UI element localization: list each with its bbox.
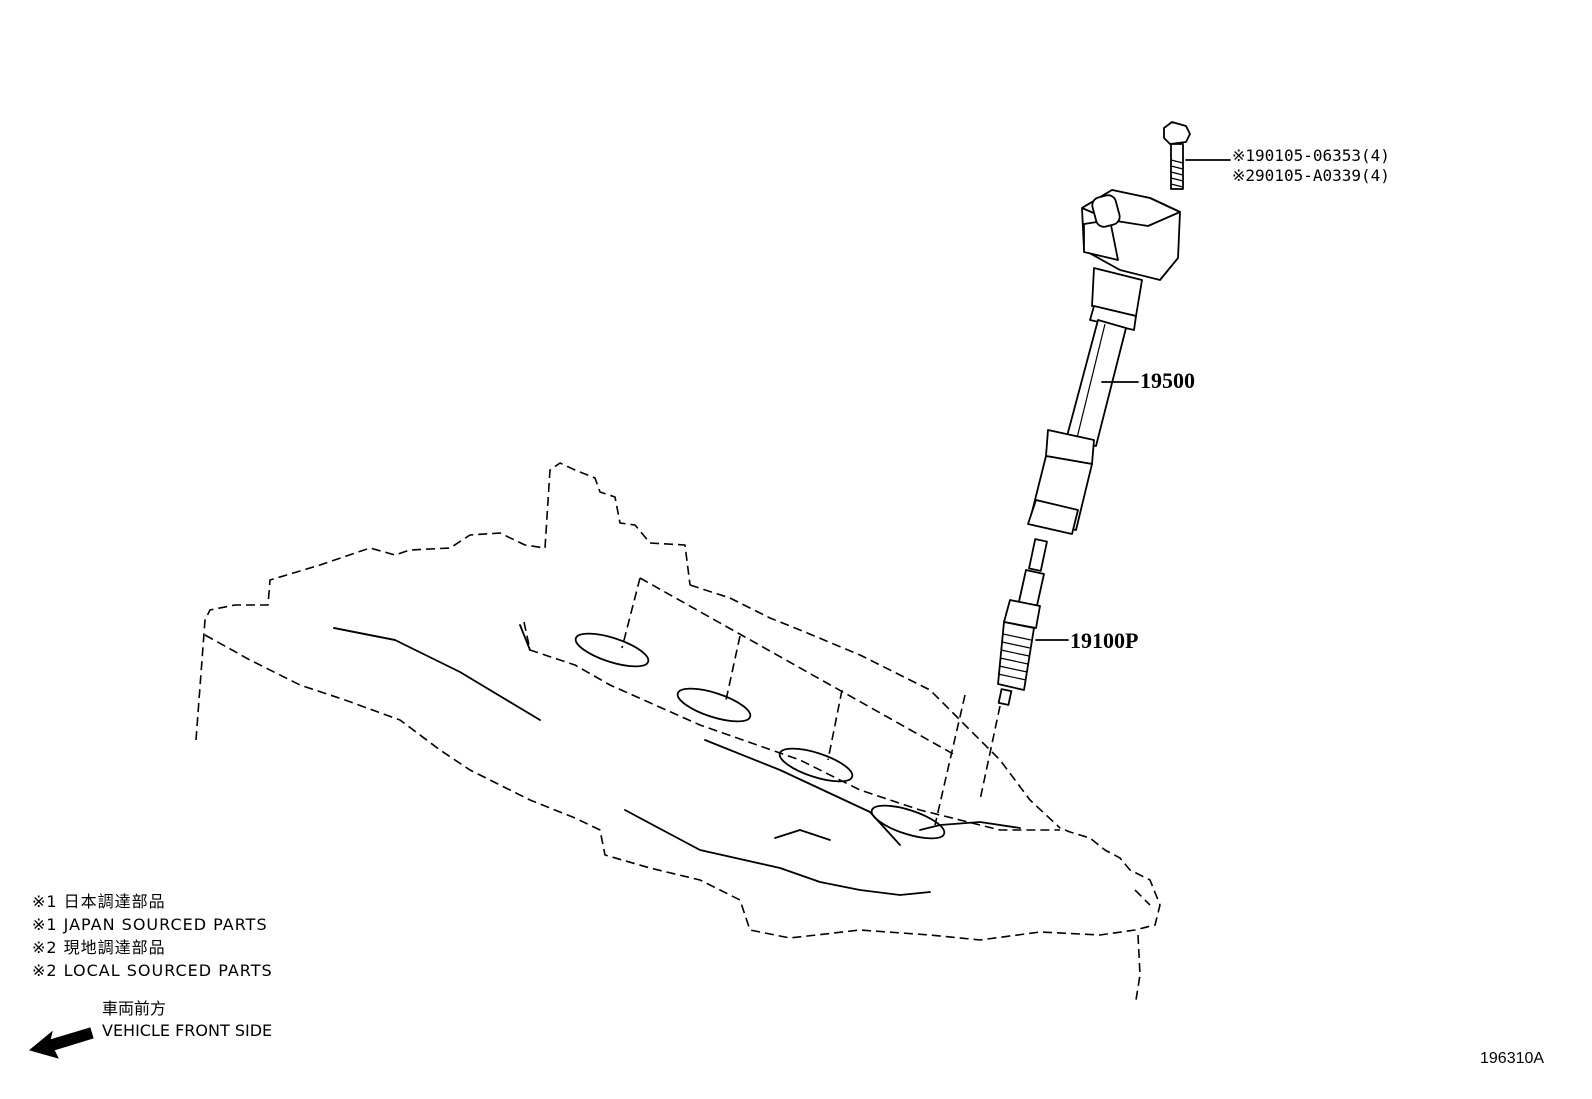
- front-label-jp: 車両前方: [102, 999, 167, 1018]
- bolt-icon: [1163, 121, 1231, 190]
- legend-line-1: ※1 日本調達部品: [32, 892, 166, 911]
- legend-line-4: ※2 LOCAL SOURCED PARTS: [32, 961, 273, 980]
- arrow-left-icon: [28, 1027, 94, 1059]
- legend-line-3: ※2 現地調達部品: [32, 938, 166, 957]
- ignition-coil-icon: [1027, 189, 1181, 535]
- vehicle-front-indicator: 車両前方 VEHICLE FRONT SIDE: [102, 998, 272, 1042]
- sourcing-legend: ※1 日本調達部品 ※1 JAPAN SOURCED PARTS ※2 現地調達…: [32, 890, 273, 982]
- bolt-ref-1: ※190105-06353(4): [1232, 146, 1390, 165]
- diagram-id: 196310A: [1480, 1050, 1545, 1067]
- spark-plug-part-number: 19100P: [1070, 628, 1139, 653]
- bolt-part-labels: ※190105-06353(4) ※290105-A0339(4): [1232, 146, 1390, 186]
- spark-plug-icon: [979, 538, 1069, 801]
- legend-line-2: ※1 JAPAN SOURCED PARTS: [32, 915, 268, 934]
- cylinder-head-icon: [195, 462, 1161, 1001]
- ignition-coil-part-number: 19500: [1140, 368, 1195, 393]
- front-label-en: VEHICLE FRONT SIDE: [102, 1021, 273, 1040]
- bolt-ref-2: ※290105-A0339(4): [1232, 166, 1390, 185]
